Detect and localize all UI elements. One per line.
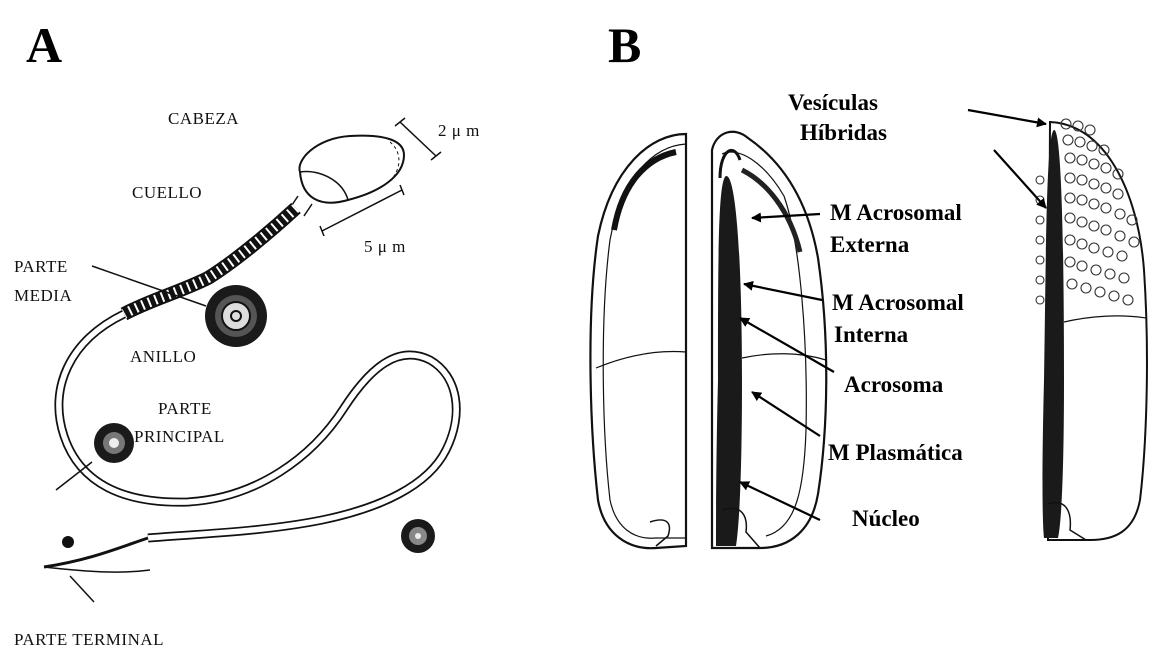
sperm-head-half-left: [590, 134, 686, 548]
scale-bar-head: [395, 118, 441, 160]
label-anillo: ANILLO: [130, 347, 196, 366]
sperm-head: [299, 136, 404, 203]
label-parte-principal-1: PARTE: [158, 399, 212, 418]
label-scale-neck: 5 μ m: [364, 237, 406, 256]
label-acrosoma: Acrosoma: [844, 372, 944, 397]
label-m-acrosomal-interna-1: M Acrosomal: [832, 290, 964, 315]
sperm-head-vesicles: [1036, 119, 1147, 540]
cross-section-principal: [94, 423, 134, 463]
sperm-head-half-right: [712, 132, 826, 548]
label-m-acrosomal-interna-2: Interna: [834, 322, 909, 347]
label-m-plasmatica: M Plasmática: [828, 440, 963, 465]
label-parte-media-1: PARTE: [14, 257, 68, 276]
label-nucleo: Núcleo: [852, 506, 920, 531]
label-parte-principal-2: PRINCIPAL: [134, 427, 225, 446]
label-m-acrosomal-externa-1: M Acrosomal: [830, 200, 962, 225]
label-parte-terminal: PARTE TERMINAL: [14, 630, 164, 649]
label-m-acrosomal-externa-2: Externa: [830, 232, 910, 257]
panel-b-letter: B: [608, 17, 641, 73]
label-hibridas: Híbridas: [800, 120, 887, 145]
label-cabeza: CABEZA: [168, 109, 239, 128]
panel-a: A: [14, 17, 480, 649]
cross-section-terminal: [62, 536, 74, 548]
sperm-midpiece: [124, 208, 296, 314]
label-vesiculas: Vesículas: [788, 90, 878, 115]
scale-bar-neck: [320, 185, 404, 236]
panel-a-letter: A: [26, 17, 62, 73]
panel-b: B: [590, 17, 1147, 548]
label-scale-head: 2 μ m: [438, 121, 480, 140]
cross-section-endpiece: [401, 519, 435, 553]
label-parte-media-2: MEDIA: [14, 286, 72, 305]
cross-section-midpiece: [205, 285, 267, 347]
label-cuello: CUELLO: [132, 183, 202, 202]
